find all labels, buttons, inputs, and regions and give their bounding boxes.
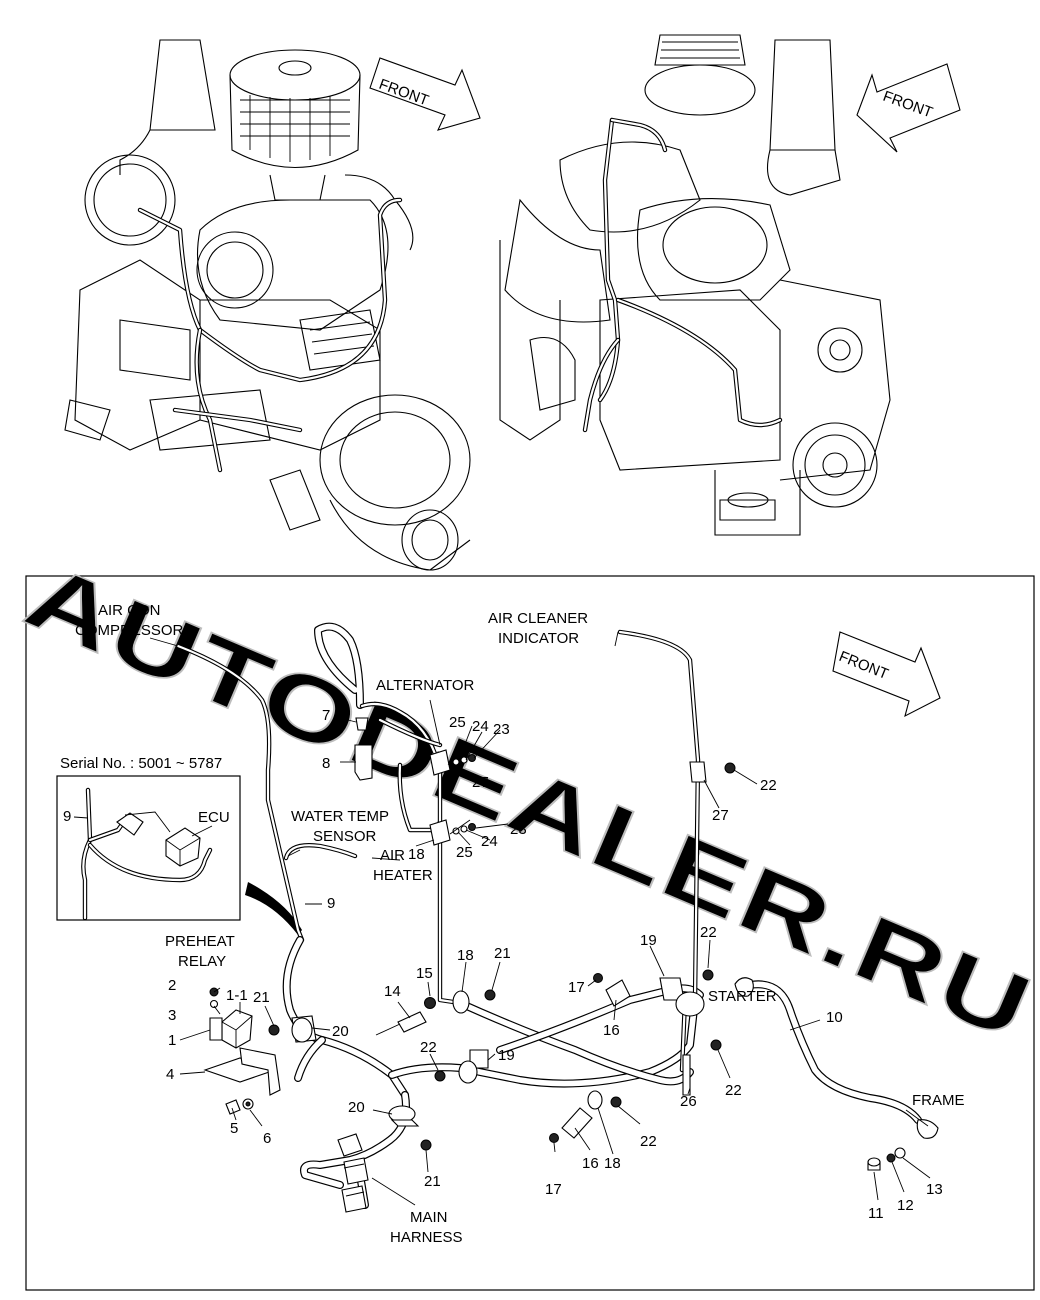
leader-lines <box>149 631 931 1206</box>
callout: 11 <box>868 1205 884 1222</box>
part-14-bolt <box>397 1011 427 1033</box>
callout: 8 <box>322 755 330 772</box>
callout: 22 <box>725 1082 742 1099</box>
callout: 16 <box>603 1022 620 1039</box>
callout: 27 <box>712 807 729 824</box>
callout: 2 <box>168 977 176 994</box>
callout: 18 <box>604 1155 621 1172</box>
callout: 12 <box>897 1197 914 1214</box>
callout: 15 <box>416 965 433 982</box>
callout: 16 <box>582 1155 599 1172</box>
main-harness-connectors <box>337 1133 369 1213</box>
callout: 26 <box>680 1093 697 1110</box>
component-labels: AIR CON COMPRESSOR ALTERNATOR AIR CLEANE… <box>75 602 965 1246</box>
preheat-relay <box>203 987 281 1115</box>
callout: 9 <box>327 895 335 912</box>
callout: 14 <box>384 983 401 1000</box>
callout: 1 <box>168 1032 176 1049</box>
front-arrow-lower: FRONT <box>832 631 941 718</box>
callout: 7 <box>322 707 330 724</box>
callout: 25 <box>456 844 473 861</box>
part-8-water-temp-sensor <box>354 744 373 781</box>
callout: 22 <box>420 1039 437 1056</box>
callout: 5 <box>230 1120 238 1137</box>
label-preheat-relay-1: PREHEAT <box>165 933 235 950</box>
part-7-connector <box>355 717 369 731</box>
part-16-bolt-upper <box>605 979 631 1007</box>
callout: 22 <box>700 924 717 941</box>
callout: 23 <box>510 821 527 838</box>
inset-serial-label: Serial No. : 5001 ~ 5787 <box>60 755 222 772</box>
callout: 19 <box>640 932 657 949</box>
callout: 6 <box>263 1130 271 1147</box>
label-starter: STARTER <box>708 988 777 1005</box>
callout: 21 <box>253 989 270 1006</box>
callout: 19 <box>498 1047 515 1064</box>
callout-numbers: 7 8 25 24 23 27 25 24 23 18 22 27 9 2 3 … <box>166 707 943 1222</box>
serial-inset: Serial No. : 5001 ~ 5787 ECU 9 <box>56 755 302 935</box>
callout: 3 <box>168 1007 176 1024</box>
label-frame: FRAME <box>912 1092 965 1109</box>
callout: 10 <box>826 1009 843 1026</box>
label-air-con-compressor-1: AIR CON <box>98 602 161 619</box>
callout: 22 <box>640 1133 657 1150</box>
label-air-cleaner-indicator-1: AIR CLEANER <box>488 610 588 627</box>
callout: 17 <box>545 1181 562 1198</box>
callout: 25 <box>449 714 466 731</box>
engine-view-right: FRONT <box>499 34 961 536</box>
callout: 24 <box>481 833 498 850</box>
callout: 18 <box>408 846 425 863</box>
callout: 13 <box>926 1181 943 1198</box>
callout: 4 <box>166 1066 174 1083</box>
callout: 23 <box>493 721 510 738</box>
callout: 24 <box>472 718 489 735</box>
callout: 1-1 <box>226 987 248 1004</box>
diagram-frame <box>25 575 1035 1291</box>
parts-group <box>203 717 939 1213</box>
callout: 18 <box>457 947 474 964</box>
part-16-bolt-lower <box>561 1107 593 1139</box>
callout: 21 <box>424 1173 441 1190</box>
inset-ecu-label: ECU <box>198 809 230 826</box>
label-air-heater-2: HEATER <box>373 867 433 884</box>
label-preheat-relay-2: RELAY <box>178 953 226 970</box>
label-air-heater-1: AIR <box>380 847 405 864</box>
label-water-temp-sensor-2: SENSOR <box>313 828 377 845</box>
callout: 20 <box>348 1099 365 1116</box>
engine-view-left: FRONT <box>64 39 481 571</box>
callout: 22 <box>760 777 777 794</box>
label-air-cleaner-indicator-2: INDICATOR <box>498 630 579 647</box>
label-main-harness-2: HARNESS <box>390 1229 463 1246</box>
inset-callout-9: 9 <box>63 808 71 825</box>
label-main-harness-1: MAIN <box>410 1209 448 1226</box>
callout: 21 <box>494 945 511 962</box>
label-water-temp-sensor-1: WATER TEMP <box>291 808 389 825</box>
callout: 20 <box>332 1023 349 1040</box>
label-alternator: ALTERNATOR <box>376 677 475 694</box>
label-air-con-compressor-2: COMPRESSOR <box>75 622 184 639</box>
callout: 17 <box>568 979 585 996</box>
callout: 27 <box>472 774 489 791</box>
